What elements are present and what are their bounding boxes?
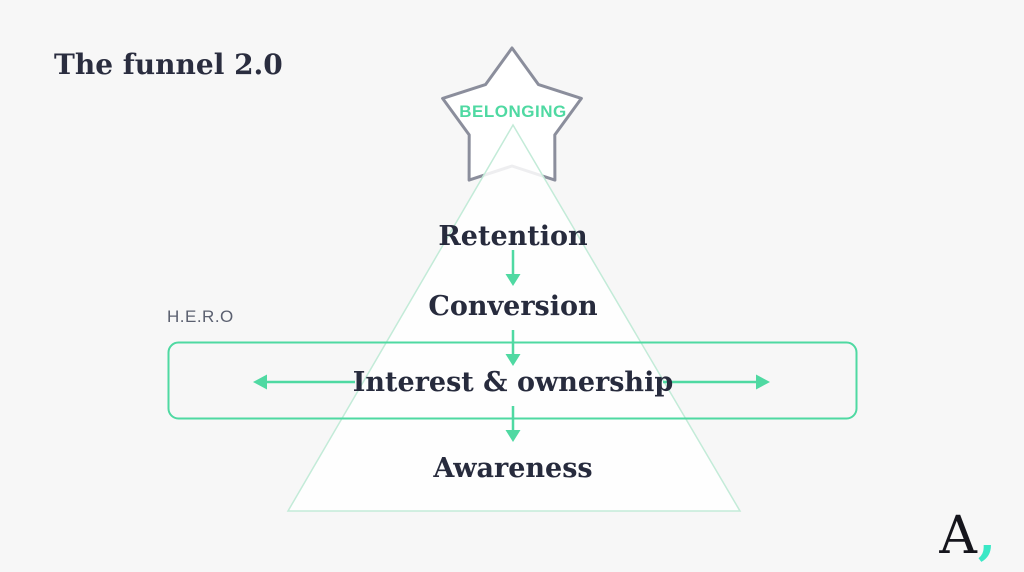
down-arrow-icon xyxy=(505,330,521,366)
down-arrow-icon xyxy=(505,250,521,286)
funnel-triangle xyxy=(286,123,742,512)
right-arrow-icon xyxy=(663,374,770,390)
brand-logo-comma: , xyxy=(977,505,996,566)
hero-frame-label: H.E.R.O xyxy=(167,307,234,326)
funnel-stage-retention: Retention xyxy=(438,221,588,252)
brand-logo-letter: A xyxy=(939,506,977,566)
funnel-stage-awareness: Awareness xyxy=(433,453,593,484)
funnel-stage-conversion: Conversion xyxy=(428,291,598,322)
star-label: BELONGING xyxy=(459,102,567,121)
down-arrow-icon xyxy=(505,406,521,442)
left-arrow-icon xyxy=(253,374,355,390)
page-title: The funnel 2.0 xyxy=(54,48,283,81)
brand-logo: A, xyxy=(939,510,996,563)
funnel-stage-interest-ownership: Interest & ownership xyxy=(352,367,674,398)
